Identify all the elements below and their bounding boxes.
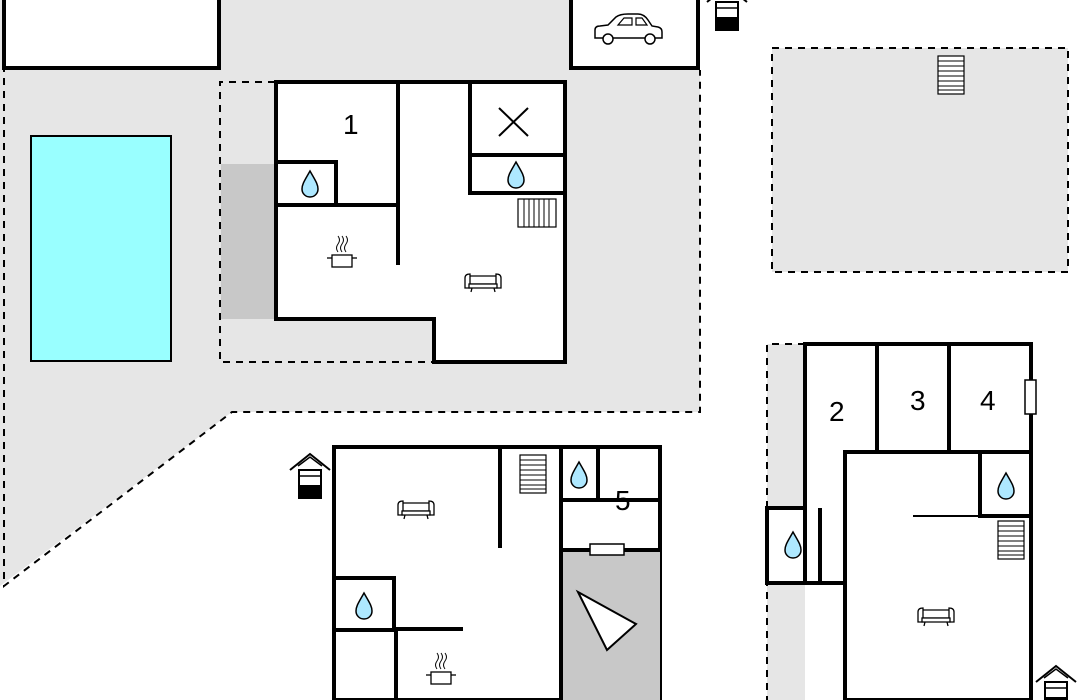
room-number-2: 2 — [829, 396, 845, 427]
stairs-icon — [997, 520, 1025, 560]
cross-icon — [498, 107, 529, 137]
window — [589, 543, 625, 556]
room-number-3: 3 — [910, 385, 926, 416]
north-arrow-icon — [575, 589, 638, 652]
car-icon — [594, 13, 663, 45]
house-terrace-boundary — [219, 81, 434, 363]
house-entrance-icon — [706, 0, 748, 31]
wall — [843, 450, 1031, 700]
room-number-5: 5 — [615, 485, 631, 516]
wall — [468, 82, 565, 195]
covered-terrace — [221, 164, 276, 319]
stairs-icon — [937, 55, 965, 95]
northeast-terrace-boundary — [771, 47, 1069, 273]
room-number-4: 4 — [980, 385, 996, 416]
ground-area-northeast — [772, 48, 1068, 272]
wall — [334, 576, 396, 632]
window — [1024, 379, 1037, 415]
swimming-pool — [30, 135, 172, 362]
house-entrance-icon — [1035, 665, 1077, 700]
stairs-icon — [519, 454, 547, 494]
wall — [276, 160, 338, 205]
stairs-icon — [517, 198, 557, 228]
house-entrance-icon — [289, 453, 331, 499]
outbuilding — [2, 0, 221, 70]
room-number-1: 1 — [343, 109, 359, 140]
main-house-walls — [274, 80, 567, 364]
terrace-boundary — [3, 0, 701, 589]
